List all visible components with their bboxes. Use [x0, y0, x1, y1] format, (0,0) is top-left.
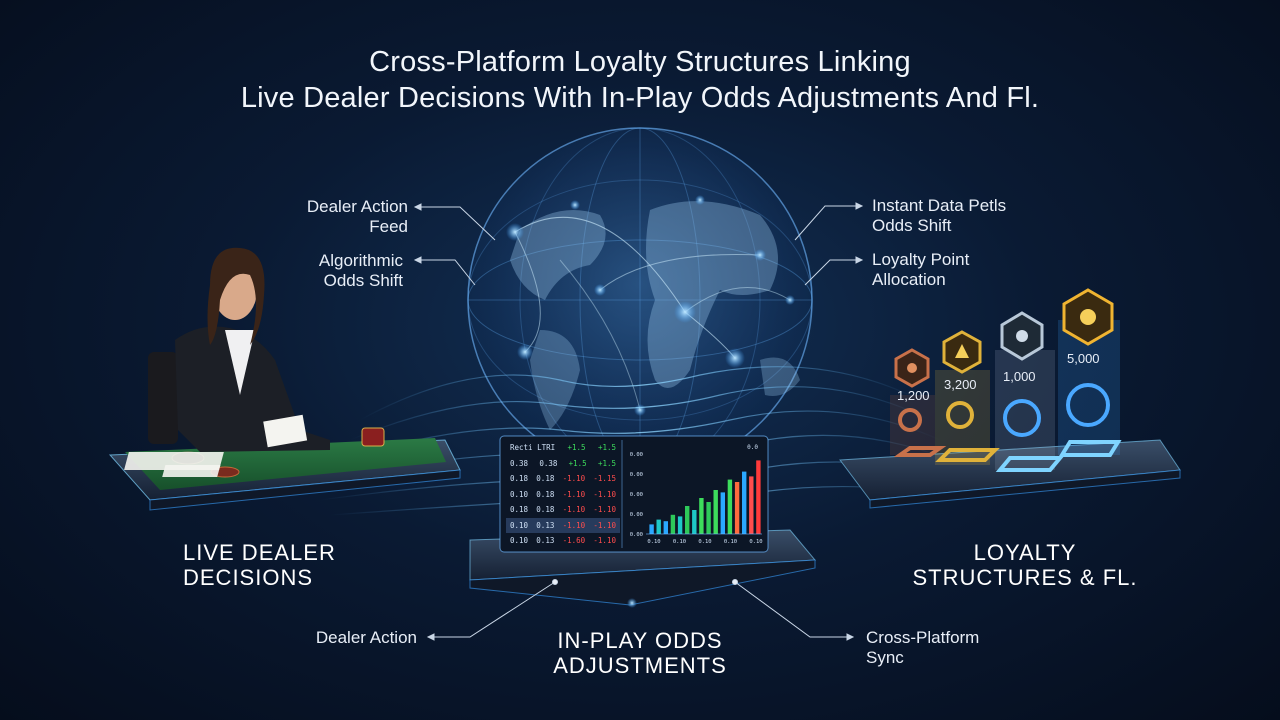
callout-algorithmic-odds-shift: Algorithmic Odds Shift [318, 251, 403, 290]
title-line-1: Cross-Platform Loyalty Structures Linkin… [369, 46, 911, 78]
title-line-2: Live Dealer Decisions With In-Play Odds … [240, 82, 1040, 114]
callout-dealer-action-feed: Dealer Action Feed [306, 197, 408, 236]
odds-cell: +1.5 [597, 458, 616, 468]
chart-bar [649, 524, 654, 534]
odds-cell: -1.10 [593, 489, 616, 499]
chart-bar [734, 482, 740, 534]
odds-table-row: 0.10 0.13 -1.60 -1.10 [506, 533, 620, 549]
odds-chart-ticks: 0.00 0.00 0.00 0.00 0.00 0.10 0.10 0.10 0.10 0.10 [630, 452, 763, 545]
chart-x-tick-label: 0.10 [698, 539, 711, 545]
odds-cell: 0.18 [510, 505, 529, 515]
loyalty-platform [839, 288, 1181, 509]
odds-cell: 0.13 [536, 520, 555, 530]
chart-corner-label: 0.0 [747, 444, 758, 451]
odds-cell: 0.38 [510, 458, 529, 468]
globe [467, 127, 813, 473]
chart-bar [720, 492, 725, 534]
tier-value-3: 1,000 [1003, 369, 1036, 384]
chart-y-tick-label: 0.00 [630, 532, 643, 538]
section-in-play-odds-adjustments: IN-PLAY ODDS ADJUSTMENTS [553, 628, 727, 678]
chart-bar [663, 521, 668, 534]
section-loyalty-structures: LOYALTY STRUCTURES & FL. [912, 540, 1138, 590]
chart-x-tick-label: 0.10 [673, 539, 686, 545]
odds-table-row: 0.18 0.18 -1.10 -1.15 [506, 471, 620, 487]
tier-value-4: 5,000 [1067, 351, 1100, 366]
dealer-figure [148, 247, 330, 452]
chart-bar [742, 471, 747, 534]
odds-cell: -1.10 [562, 474, 586, 484]
chart-bar [685, 506, 690, 534]
chart-bar [713, 490, 718, 534]
chart-bar [670, 514, 676, 534]
live-dealer-platform [108, 427, 461, 511]
section-live-dealer-decisions: LIVE DEALER DECISIONS [183, 540, 336, 590]
chart-y-tick-label: 0.00 [630, 452, 643, 458]
odds-table: Recti LTRI +1.5 +1.5 0.38 0.38 +1.5 +1.5 0.1… [506, 440, 620, 552]
callout-connectors [413, 202, 864, 641]
page-title: Cross-Platform Loyalty Structures Linkin… [0, 44, 1280, 116]
chart-bar [749, 476, 754, 534]
odds-cell: 0.38 [539, 458, 558, 468]
callout-loyalty-point-allocation: Loyalty Point Allocation [872, 250, 970, 289]
odds-cell: -1.10 [593, 505, 616, 515]
odds-cell: 0.18 [536, 474, 555, 484]
odds-cell: 0.10 [510, 489, 529, 499]
odds-table-row: 0.18 0.18 -1.10 -1.10 [506, 502, 620, 518]
odds-bar-chart [649, 460, 761, 534]
chart-bar [692, 510, 697, 534]
odds-cell: 0.10 [510, 520, 529, 530]
odds-table-row: 0.10 0.18 -1.10 -1.10 [506, 487, 620, 503]
odds-table-row: 0.38 0.38 +1.5 +1.5 [506, 456, 620, 472]
odds-cell: -1.10 [562, 505, 586, 515]
chart-bar [756, 460, 761, 534]
odds-cell: -1.15 [593, 474, 616, 484]
odds-cell: -1.10 [562, 520, 586, 530]
callout-dealer-action: Dealer Action [315, 628, 417, 647]
chart-bar [656, 519, 661, 534]
chart-x-tick-label: 0.10 [749, 539, 762, 545]
odds-table-row: 0.10 0.13 -1.10 -1.10 [506, 517, 620, 533]
chart-y-tick-label: 0.00 [630, 512, 643, 518]
odds-cell: 0.18 [536, 489, 555, 499]
odds-cell: 0.10 [510, 536, 529, 546]
chart-x-tick-label: 0.10 [724, 539, 737, 545]
chart-bar [706, 502, 711, 534]
odds-table-header: Recti LTRI +1.5 +1.5 [510, 443, 616, 453]
odds-cell: -1.10 [562, 489, 586, 499]
chart-y-tick-label: 0.00 [630, 492, 643, 498]
odds-cell: -1.10 [593, 520, 616, 530]
chart-bar [727, 479, 733, 534]
chart-bar [677, 516, 683, 534]
odds-cell: 0.18 [536, 505, 555, 515]
tier-value-1: 1,200 [897, 388, 930, 403]
odds-cell: +1.5 [568, 458, 587, 468]
odds-cell: 0.18 [510, 474, 529, 484]
tier-value-2: 3,200 [944, 377, 977, 392]
chart-x-tick-label: 0.10 [647, 539, 660, 545]
odds-cell: 0.13 [536, 536, 555, 546]
callout-cross-platform-sync: Cross-Platform Sync [866, 628, 980, 667]
odds-cell: -1.60 [562, 536, 586, 546]
chart-y-tick-label: 0.00 [630, 472, 643, 478]
odds-cell: -1.10 [593, 536, 616, 546]
chart-bar [699, 498, 704, 534]
callout-instant-data: Instant Data Petls Odds Shift [872, 196, 1007, 235]
